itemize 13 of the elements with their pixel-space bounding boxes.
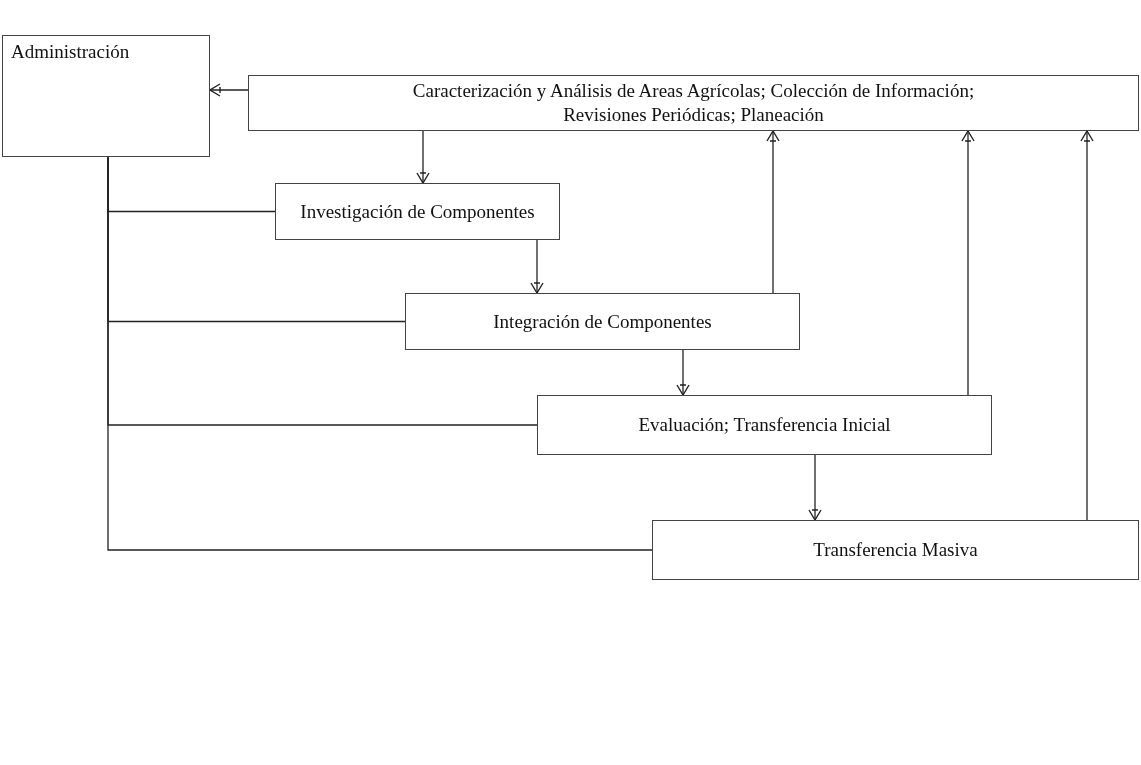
process-box <box>405 293 800 350</box>
box-label: Evaluación; Transferencia Inicial <box>638 413 891 437</box>
connector-line <box>107 156 653 551</box>
process-box <box>652 520 1139 580</box>
box-label: Transferencia Masiva <box>813 538 978 562</box>
box-label: Administración <box>11 40 130 64</box>
box-label: Integración de Componentes <box>493 309 712 334</box>
process-box <box>275 183 560 240</box>
box-label: Caracterización y Análisis de Areas Agrícolas; Colección de Información; Revisiones Periódicas; Planeación <box>411 79 976 127</box>
process-box <box>537 395 992 455</box>
process-box <box>248 75 1139 131</box>
box-label: Investigación de Componentes <box>300 199 535 224</box>
process-box <box>2 35 210 157</box>
